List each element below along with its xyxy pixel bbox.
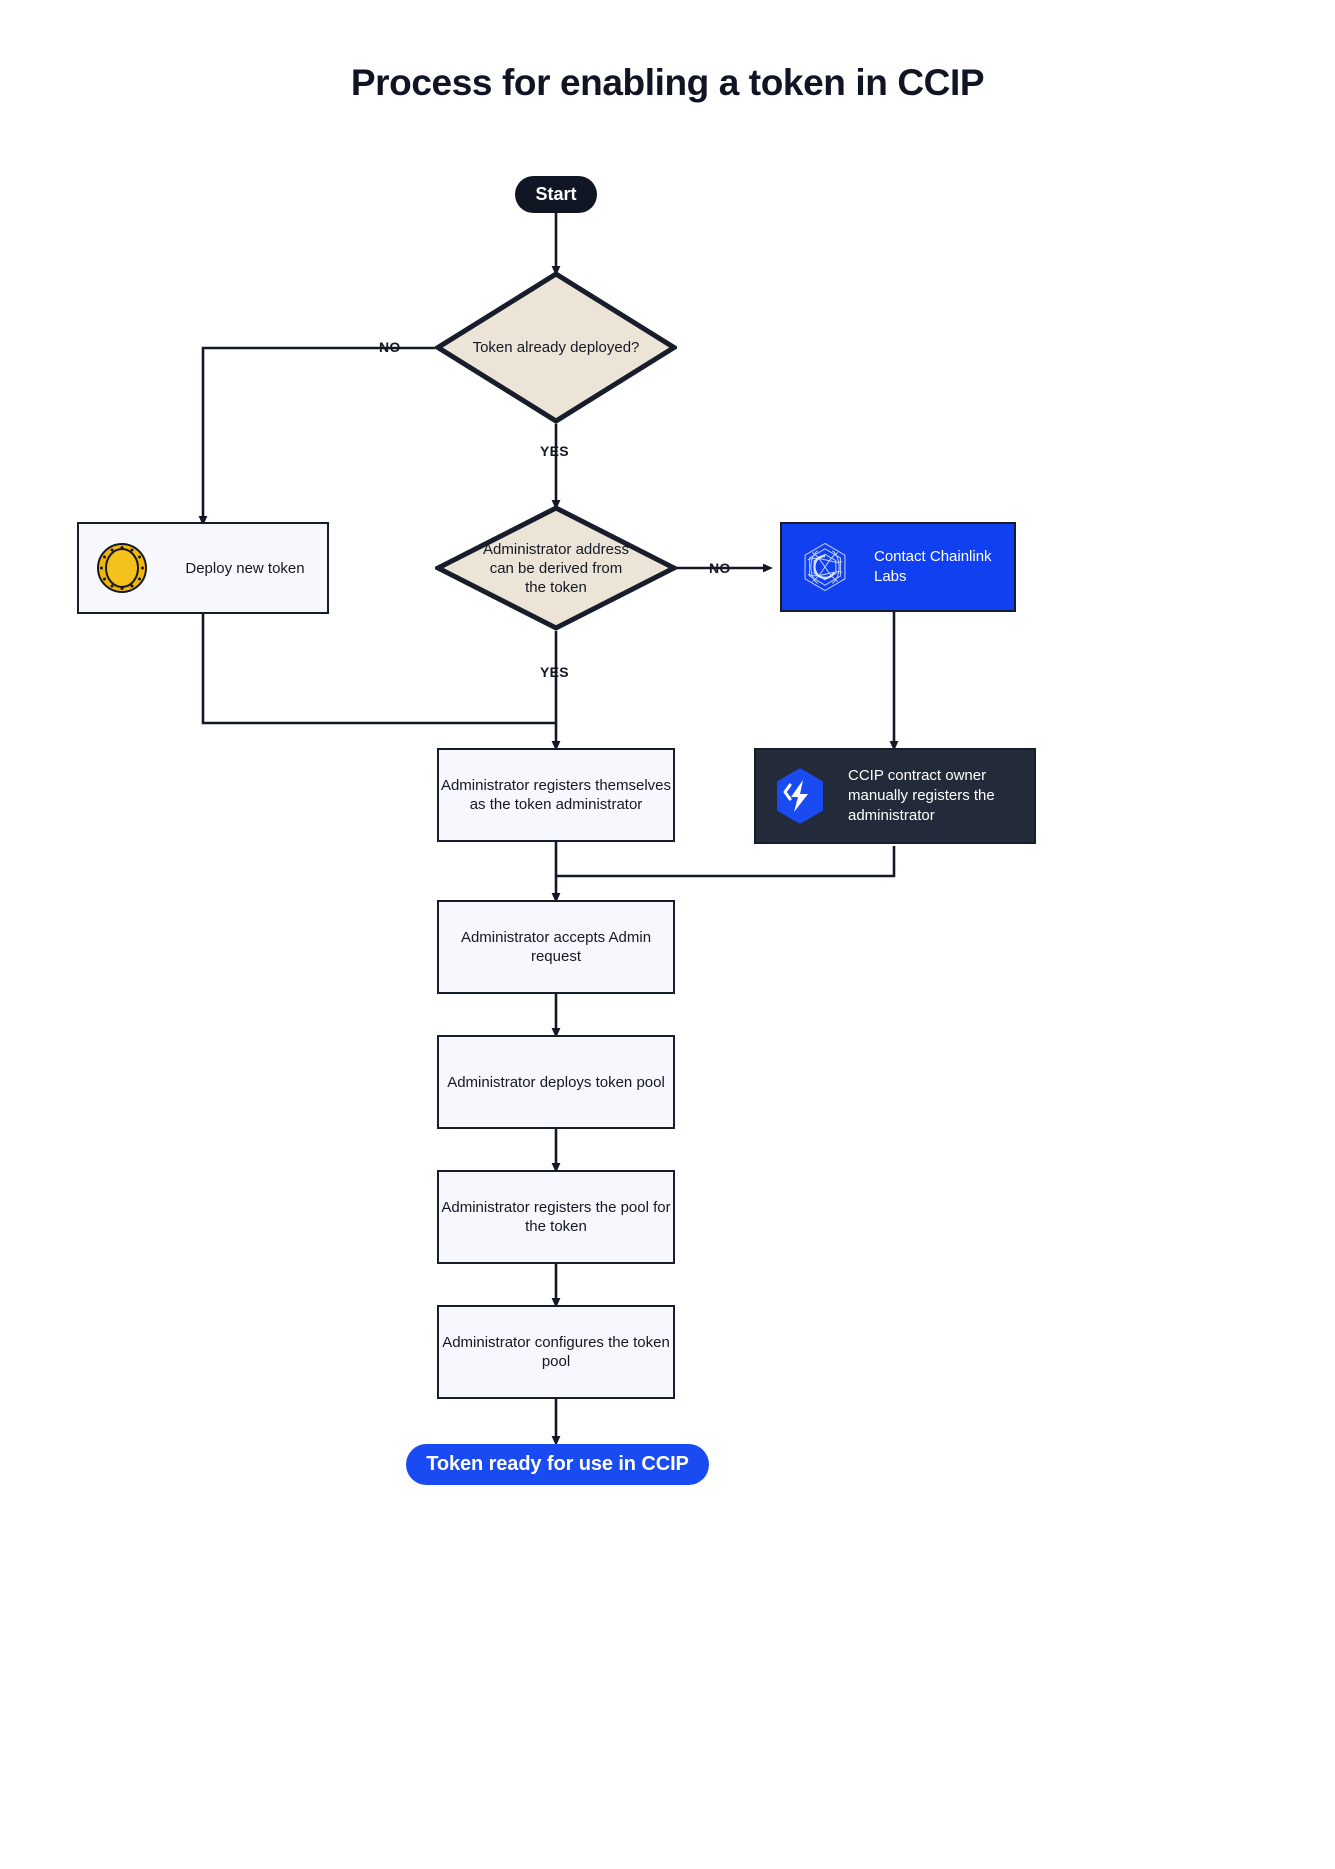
node-admin-configures-pool-label: Administrator configures the token pool (442, 1334, 670, 1370)
node-ccip-owner-registers[interactable]: CCIP contract owner manually registers t… (754, 748, 1036, 844)
node-decision-admin-derived-label: Administrator address can be derived fro… (483, 540, 629, 596)
diamond-shape (435, 271, 677, 424)
node-decision-admin-derived[interactable]: Administrator address can be derived fro… (435, 505, 677, 631)
node-admin-registers-self[interactable]: Administrator registers themselves as th… (437, 748, 675, 842)
node-token-ready-label: Token ready for use in CCIP (426, 1453, 689, 1475)
page-title: Process for enabling a token in CCIP (350, 62, 985, 103)
edge-label-yes-token-deployed: YES (540, 443, 569, 459)
node-admin-deploys-pool[interactable]: Administrator deploys token pool (437, 1035, 675, 1129)
node-start-label: Start (535, 184, 577, 204)
edge-label-no-token-deployed: NO (379, 339, 401, 355)
node-decision-token-deployed[interactable]: Token already deployed? (435, 271, 677, 424)
node-admin-accepts-request-label: Administrator accepts Admin request (460, 929, 652, 965)
node-admin-registers-self-label: Administrator registers themselves as th… (440, 777, 672, 813)
node-admin-configures-pool[interactable]: Administrator configures the token pool (437, 1305, 675, 1399)
node-ccip-owner-registers-label: CCIP contract owner manually registers t… (848, 767, 995, 824)
coin-icon (95, 541, 149, 595)
ccip-logo-icon (770, 765, 830, 827)
node-deploy-new-token[interactable]: Deploy new token (77, 522, 329, 614)
node-admin-accepts-request[interactable]: Administrator accepts Admin request (437, 900, 675, 994)
node-admin-registers-pool-label: Administrator registers the pool for the… (441, 1199, 671, 1235)
node-contact-chainlink-labs[interactable]: Contact Chainlink Labs (780, 522, 1016, 612)
node-admin-registers-pool[interactable]: Administrator registers the pool for the… (437, 1170, 675, 1264)
node-decision-token-deployed-label: Token already deployed? (472, 339, 640, 356)
edge-ccip-merge (556, 846, 896, 878)
edge-label-no-admin-derived: NO (709, 560, 731, 576)
node-start[interactable]: Start (515, 176, 597, 213)
chainlink-logo-icon (796, 538, 854, 596)
edge-decision1-no (198, 346, 435, 526)
node-deploy-new-token-label: Deploy new token (185, 559, 305, 577)
node-token-ready[interactable]: Token ready for use in CCIP (406, 1444, 709, 1485)
node-admin-deploys-pool-label: Administrator deploys token pool (447, 1073, 665, 1091)
edge-label-yes-admin-derived: YES (540, 664, 569, 680)
diamond-shape (435, 505, 677, 631)
node-contact-chainlink-labs-label: Contact Chainlink Labs (874, 548, 992, 585)
